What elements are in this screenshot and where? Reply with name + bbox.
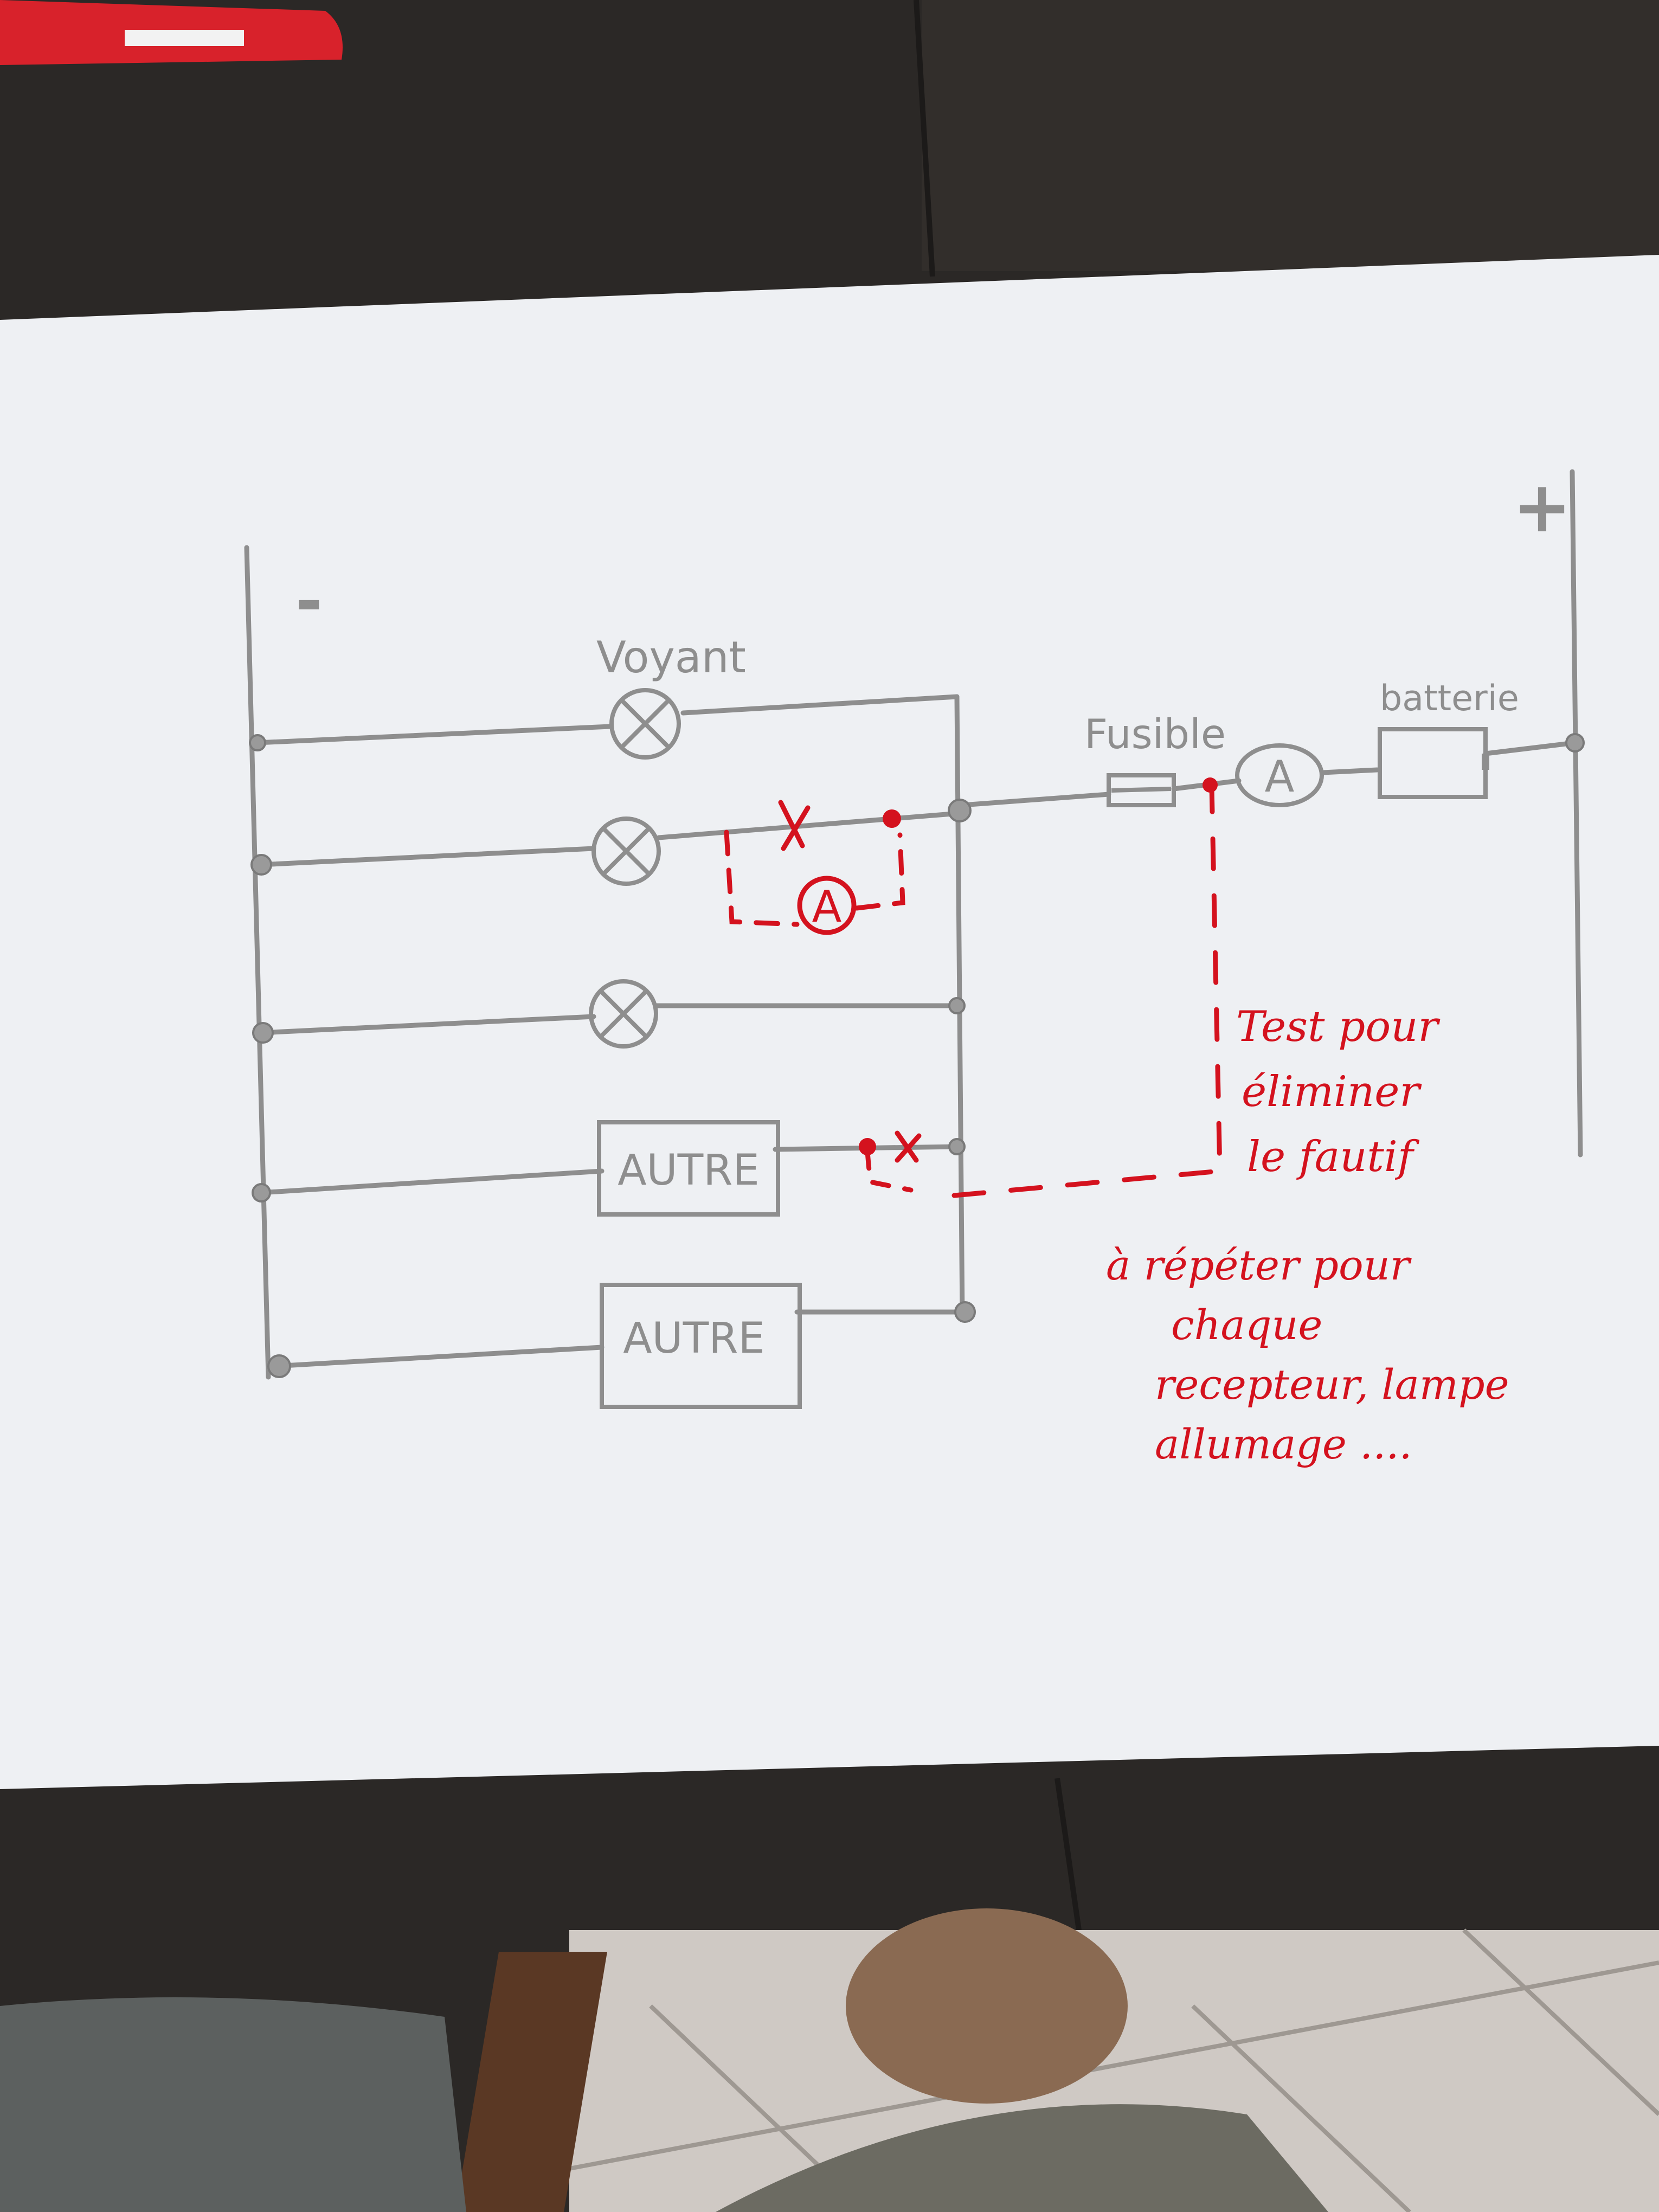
red-marker-band (125, 30, 244, 46)
lamp-1 (609, 688, 681, 760)
trouser-left (0, 1997, 466, 2212)
test-note: Test pour éliminer le fautif (1236, 1002, 1441, 1181)
branch-2-wire-right (656, 811, 962, 840)
pencil-nodes (249, 733, 1585, 1378)
red-test-wiring (724, 783, 1223, 1198)
batterie-label: batterie (1380, 678, 1519, 719)
chair-leg (455, 1952, 607, 2212)
table-surface-right (922, 0, 1659, 271)
ammeter-test: A (797, 876, 857, 935)
node (249, 734, 266, 751)
knee (846, 1908, 1128, 2104)
autre-label-1: AUTRE (618, 1146, 760, 1195)
main-wire-4 (1483, 740, 1578, 756)
red-dots (859, 777, 1218, 1155)
rail-plus (1570, 469, 1583, 1158)
ammeter-test-loop (724, 829, 800, 927)
ammeter-test-loop (854, 832, 905, 911)
node (954, 1301, 976, 1323)
repeat-note-line-3: recepteur, lampe (1155, 1360, 1509, 1409)
node (267, 1354, 291, 1378)
red-probe-dot (859, 1138, 876, 1155)
node (948, 997, 966, 1014)
fuse-symbol (1107, 773, 1176, 807)
rail-plus-label: + (1513, 466, 1572, 548)
repeat-note-line-4: allumage .... (1155, 1420, 1412, 1468)
branch-4-wire-left (258, 1168, 605, 1195)
autre-label-2: AUTRE (623, 1314, 765, 1363)
table-seam-bottom (1054, 1778, 1082, 1931)
node (948, 799, 972, 822)
node (252, 1183, 271, 1203)
open-link-cross (781, 805, 811, 851)
lamp-3 (589, 979, 658, 1049)
autre-box-1 (597, 1120, 780, 1217)
test-note-line-1: Test pour (1236, 1002, 1441, 1051)
repeat-note-line-2: chaque (1171, 1301, 1322, 1349)
trouser-right (716, 2104, 1328, 2212)
test-note-line-2: éliminer (1242, 1068, 1422, 1116)
red-probe-dot (1203, 777, 1218, 793)
autre-box-2 (600, 1283, 802, 1409)
main-wire-1 (960, 792, 1111, 808)
node (948, 1138, 966, 1155)
rail-minus-label: - (295, 564, 323, 639)
branch-3-wire-left (258, 1014, 596, 1036)
ammeter-main-label: A (1265, 751, 1295, 802)
repeat-note-line-1: à répéter pour (1106, 1241, 1412, 1289)
ammeter-test-label: A (812, 882, 842, 932)
lamp-2 (591, 816, 661, 886)
ammeter-main: A (1235, 743, 1324, 807)
fusible-label: Fusible (1084, 710, 1226, 758)
open-link-cross (778, 800, 805, 848)
tile-joint (569, 1960, 1659, 2171)
paper-sheet (0, 255, 1659, 1789)
return-dash (951, 783, 1223, 1198)
voyant-label: Voyant (596, 632, 746, 683)
battery-symbol (1378, 727, 1489, 799)
branch-1-wire-left (255, 724, 613, 745)
repeat-note: à répéter pour chaque recepteur, lampe a… (1106, 1241, 1509, 1468)
tile-joint (1191, 2004, 1411, 2212)
red-probe-dot (883, 809, 901, 828)
branch-4-test-dash (865, 1149, 914, 1193)
test-note-line-3: le fautif (1247, 1133, 1420, 1181)
main-wire-3 (1320, 767, 1380, 775)
rail-minus (244, 545, 271, 1380)
branch-5-wire-left (271, 1345, 605, 1369)
node (250, 854, 272, 876)
branch-2-wire-left (258, 846, 596, 867)
branch-1-wire-right (680, 694, 960, 716)
open-link-cross-2 (895, 1133, 922, 1163)
node (1565, 733, 1585, 753)
node (252, 1022, 274, 1044)
table-seam-top (914, 0, 935, 277)
tile-joint (1462, 1928, 1659, 2116)
